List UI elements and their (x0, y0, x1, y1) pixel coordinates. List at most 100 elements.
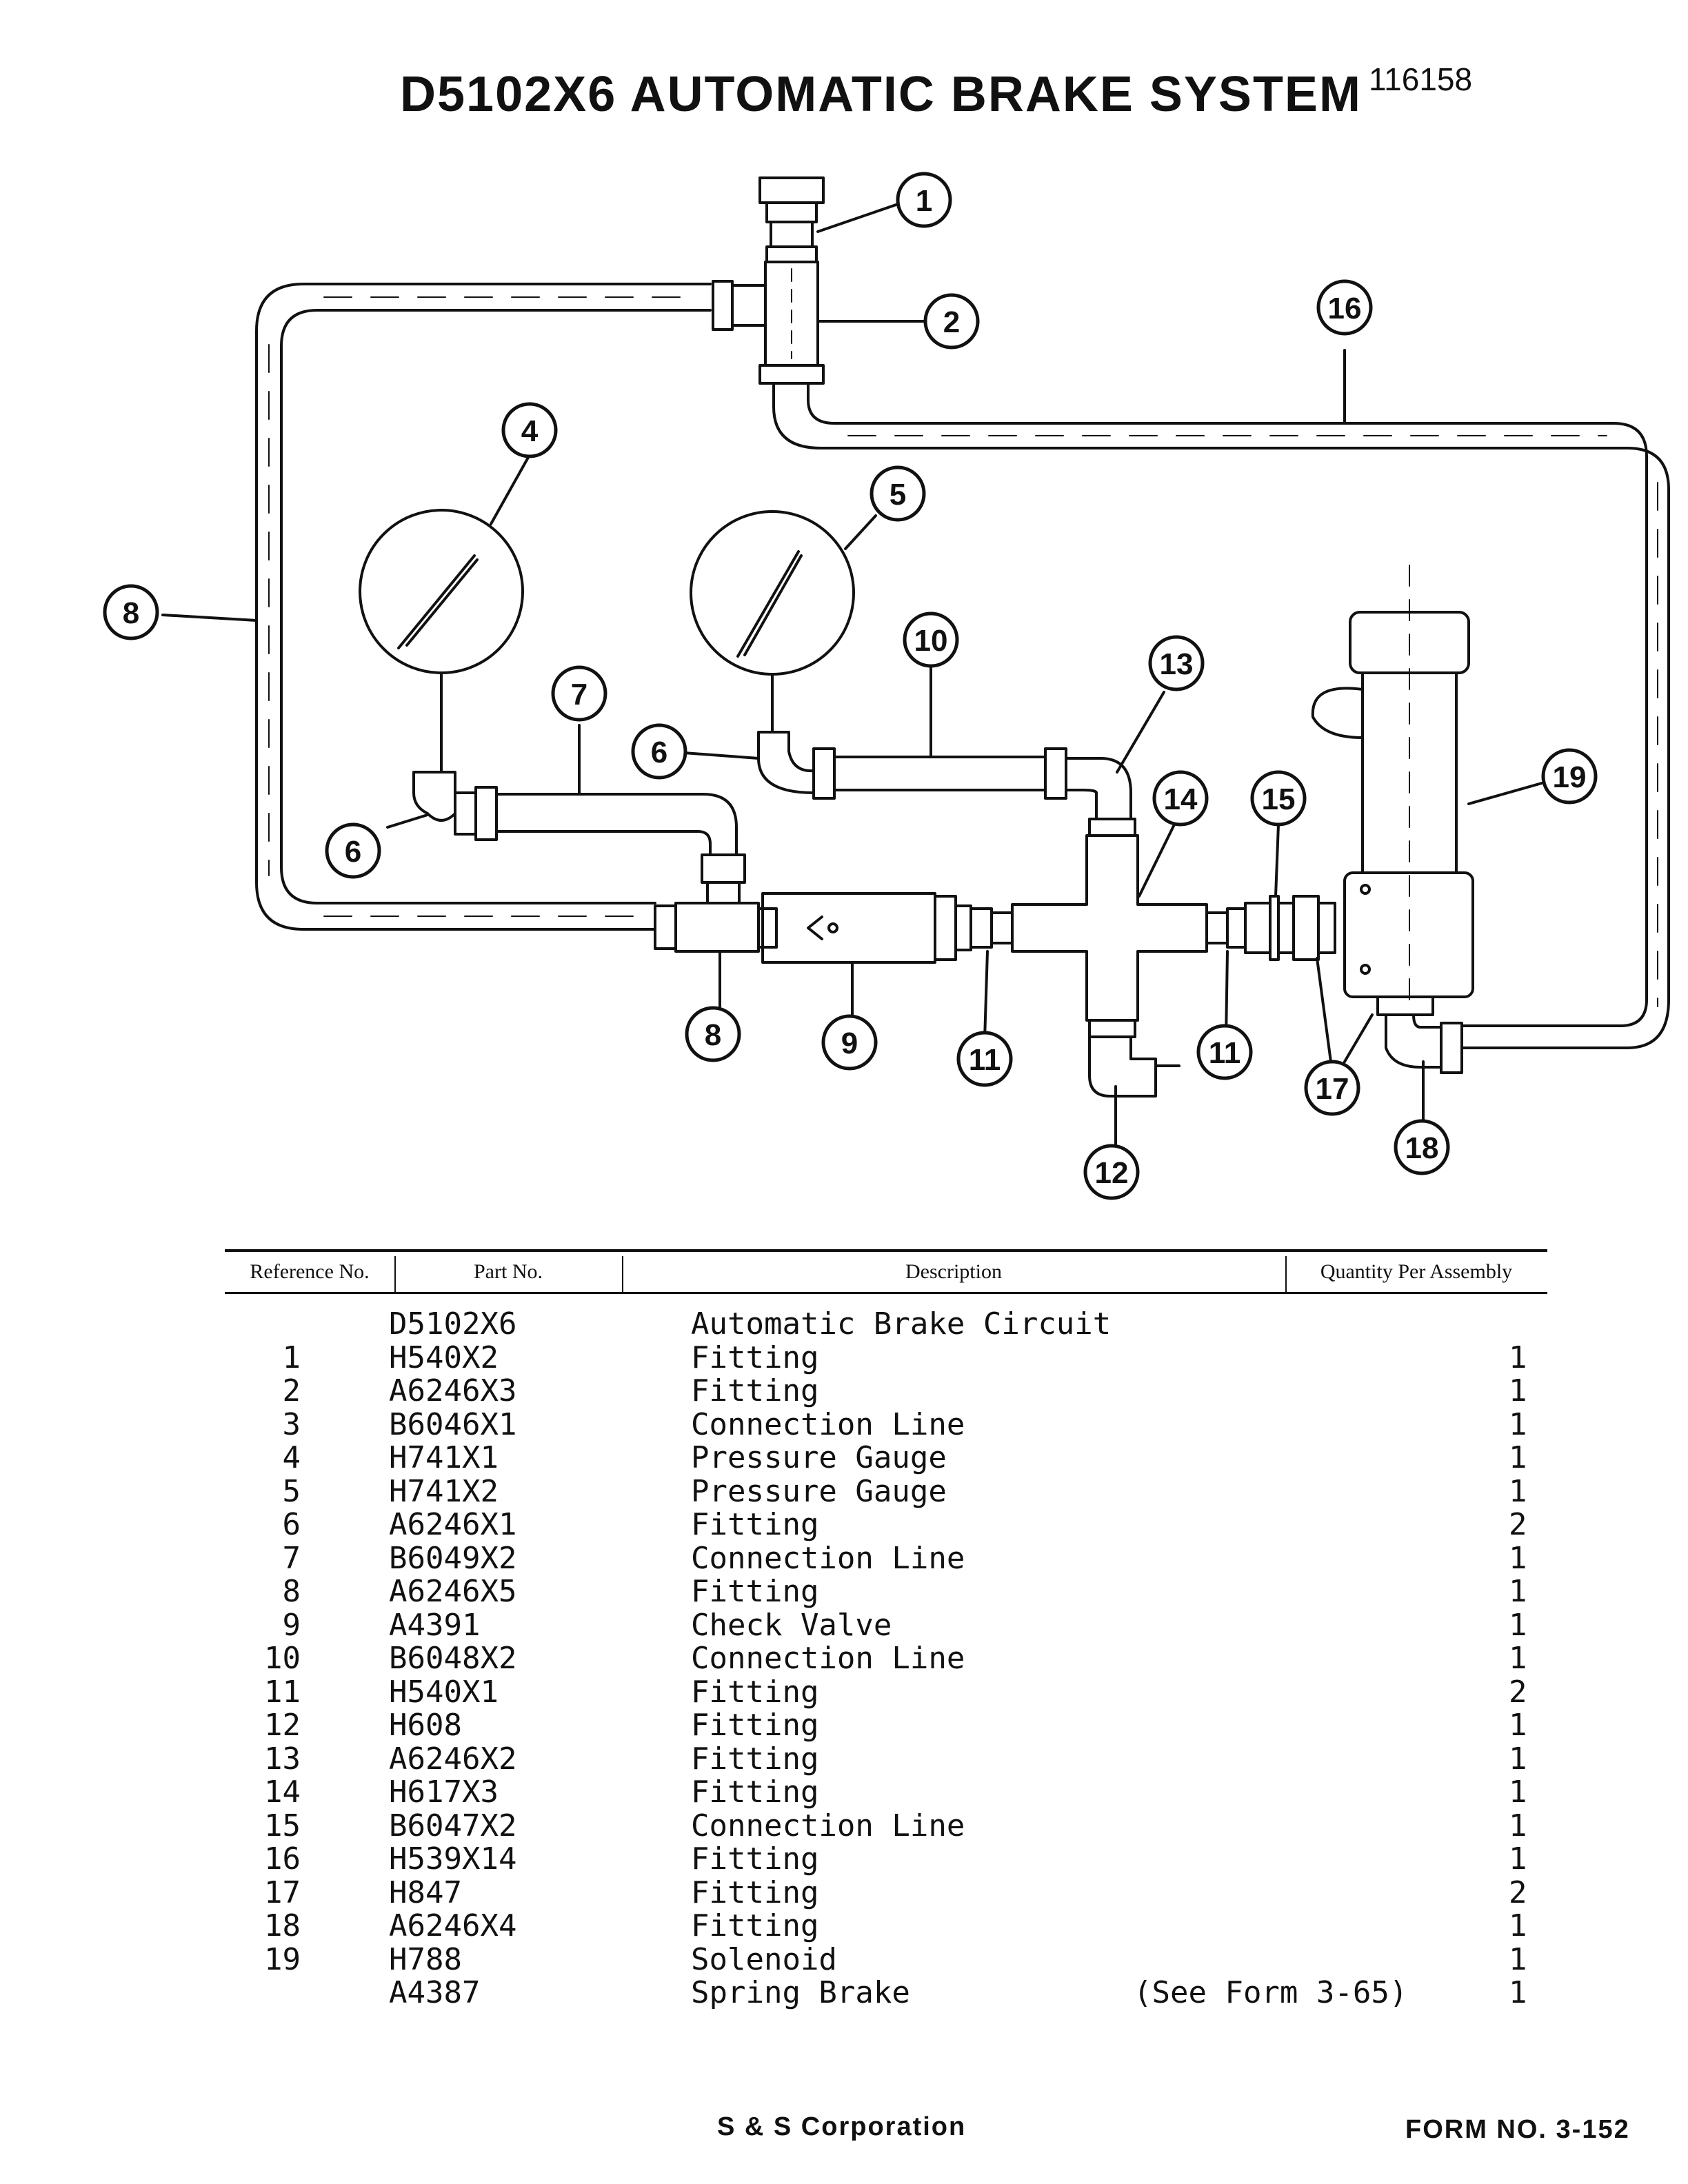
pressure-gauge-5 (690, 510, 855, 676)
quantity: 1 (1509, 1808, 1527, 1843)
description: Check Valve (691, 1607, 892, 1643)
description: Fitting (691, 1708, 819, 1743)
callout-circle (1250, 770, 1307, 827)
header-part: Part No. (474, 1260, 543, 1283)
callout-label: 16 (1328, 292, 1362, 325)
description: Automatic Brake Circuit (691, 1306, 1112, 1342)
callout-label: 4 (521, 414, 539, 448)
callout-circle (896, 172, 952, 228)
callout-label: 11 (969, 1043, 1001, 1077)
page-title: D5102X6 AUTOMATIC BRAKE SYSTEM (400, 67, 1362, 122)
pressure-gauge-4 (359, 509, 524, 674)
part-number: B6047X2 (389, 1808, 517, 1843)
quantity: 1 (1509, 1708, 1527, 1743)
callout-circle (956, 1031, 1013, 1087)
elbow-fitting-6-left (412, 771, 456, 822)
quantity: 1 (1509, 1540, 1527, 1576)
ref-number: 18 (264, 1908, 301, 1943)
note: (See Form 3-65) (1134, 1975, 1408, 2010)
part-number: B6048X2 (389, 1641, 517, 1676)
cross-fitting-14 (1011, 834, 1208, 1022)
part-number: H847 (389, 1874, 462, 1910)
part-number: A6246X1 (389, 1507, 517, 1542)
part-number: H788 (389, 1941, 462, 1977)
callout-label: 6 (345, 835, 361, 869)
callout-label: 10 (914, 624, 948, 658)
ref-number: 13 (264, 1741, 301, 1777)
part-number: H741X1 (389, 1440, 499, 1475)
quantity: 1 (1509, 1775, 1527, 1810)
ref-number: 1 (282, 1339, 301, 1375)
quantity: 1 (1509, 1473, 1527, 1509)
part-number: H540X2 (389, 1339, 499, 1375)
callout-label: 17 (1316, 1072, 1349, 1106)
part-number: H617X3 (389, 1775, 499, 1810)
description: Solenoid (691, 1941, 837, 1977)
fitting-1-cap (758, 176, 825, 204)
table-row: A4387 Spring Brake (See Form 3-65) 1 (225, 1975, 1547, 2010)
quantity: 1 (1509, 1841, 1527, 1877)
callout-label: 6 (651, 736, 667, 769)
description: Fitting (691, 1908, 819, 1943)
table-row: 15 B6047X2 Connection Line 1 (225, 1808, 1547, 1843)
callout-label: 19 (1553, 760, 1587, 794)
ref-number: 17 (264, 1874, 301, 1910)
part-number: A6246X4 (389, 1908, 517, 1943)
description: Connection Line (691, 1808, 965, 1843)
description: Fitting (691, 1373, 819, 1408)
ref-number: 12 (264, 1708, 301, 1743)
callout-label: 18 (1405, 1131, 1439, 1165)
quantity: 1 (1509, 1975, 1527, 2010)
check-valve-9 (761, 892, 936, 964)
callout-label: 7 (571, 678, 587, 711)
callout-circle (1196, 1024, 1253, 1080)
callout-label: 2 (943, 305, 960, 339)
ref-number: 7 (282, 1540, 301, 1576)
quantity: 2 (1509, 1507, 1527, 1542)
description: Fitting (691, 1775, 819, 1810)
description: Fitting (691, 1874, 819, 1910)
quantity: 1 (1509, 1373, 1527, 1408)
part-number: A6246X3 (389, 1373, 517, 1408)
callout-circle (1148, 635, 1205, 691)
description: Fitting (691, 1841, 819, 1877)
part-number: A4387 (389, 1975, 481, 2010)
callout-circle (103, 584, 159, 640)
quantity: 1 (1509, 1941, 1527, 1977)
part-number: B6049X2 (389, 1540, 517, 1576)
connection-line-left-loop (255, 283, 712, 931)
elbow-fitting-12 (1088, 1035, 1157, 1098)
quantity: 1 (1509, 1440, 1527, 1475)
callout-circle (1152, 770, 1209, 827)
callout-circle (1394, 1119, 1450, 1175)
document-number: 116158 (1369, 61, 1473, 97)
ref-number: 11 (264, 1674, 301, 1710)
form-number: FORM NO. 3-152 (1405, 2115, 1630, 2144)
callout-circle (1316, 279, 1373, 336)
callout-circle (821, 1014, 878, 1071)
ref-number: 15 (264, 1808, 301, 1843)
ref-number: 2 (282, 1373, 301, 1408)
description: Fitting (691, 1507, 819, 1542)
ref-number: 19 (264, 1941, 301, 1977)
quantity: 1 (1509, 1908, 1527, 1943)
quantity: 1 (1509, 1741, 1527, 1777)
connection-line-10 (833, 756, 1047, 791)
callout-label: 5 (890, 478, 906, 512)
connection-line-left-loop-inner (280, 309, 712, 904)
description: Spring Brake (691, 1975, 910, 2010)
